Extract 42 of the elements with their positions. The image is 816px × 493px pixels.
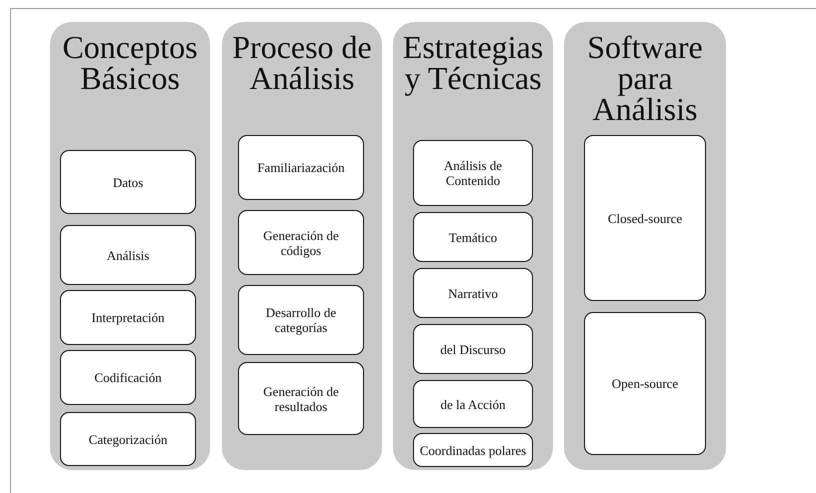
item-box (413, 324, 533, 374)
category-panel (222, 22, 382, 470)
item-box (60, 350, 196, 405)
item-label: Análisis (106, 248, 150, 262)
item-label: Categorización (88, 432, 168, 446)
category-panel (393, 22, 553, 470)
item-label: Coordinadas polares (418, 442, 528, 458)
item-label: de la Acción (440, 396, 506, 412)
panel-heading: Conceptos Básicos (61, 32, 199, 94)
category-panel (50, 22, 210, 470)
item-label: Narrativo (447, 286, 499, 300)
panel-heading: Estrategias y Técnicas (402, 32, 544, 94)
item-label: Interpretación (90, 310, 166, 325)
item-box (584, 312, 706, 455)
item-box (413, 140, 533, 206)
item-box (413, 380, 533, 428)
category-panel (564, 22, 726, 470)
panel-heading: Software para Análisis (586, 32, 704, 125)
item-box (60, 412, 196, 466)
item-box (60, 225, 196, 285)
item-label: Codificación (93, 370, 163, 385)
item-box (584, 135, 706, 301)
item-box (238, 362, 364, 435)
item-label: Temático (448, 230, 498, 244)
item-box (60, 290, 196, 345)
item-label: Datos (112, 174, 144, 190)
item-label: Familiariazación (256, 160, 346, 175)
item-label: del Discurso (439, 342, 507, 356)
item-label: Open-source (610, 376, 680, 391)
item-box (413, 212, 533, 262)
item-label: Closed-source (606, 210, 684, 226)
item-box (60, 150, 196, 214)
item-box (413, 268, 533, 318)
item-label: Desarrollo de categorías (264, 305, 338, 335)
item-label: Generación de resultados (262, 384, 340, 414)
item-label: Análisis de Contenido (442, 158, 504, 188)
item-box (238, 135, 364, 200)
item-box (238, 210, 364, 275)
item-box (413, 433, 533, 467)
item-label: Generación de códigos (262, 228, 340, 258)
item-box (238, 285, 364, 355)
panel-heading: Proceso de Análisis (231, 32, 373, 94)
